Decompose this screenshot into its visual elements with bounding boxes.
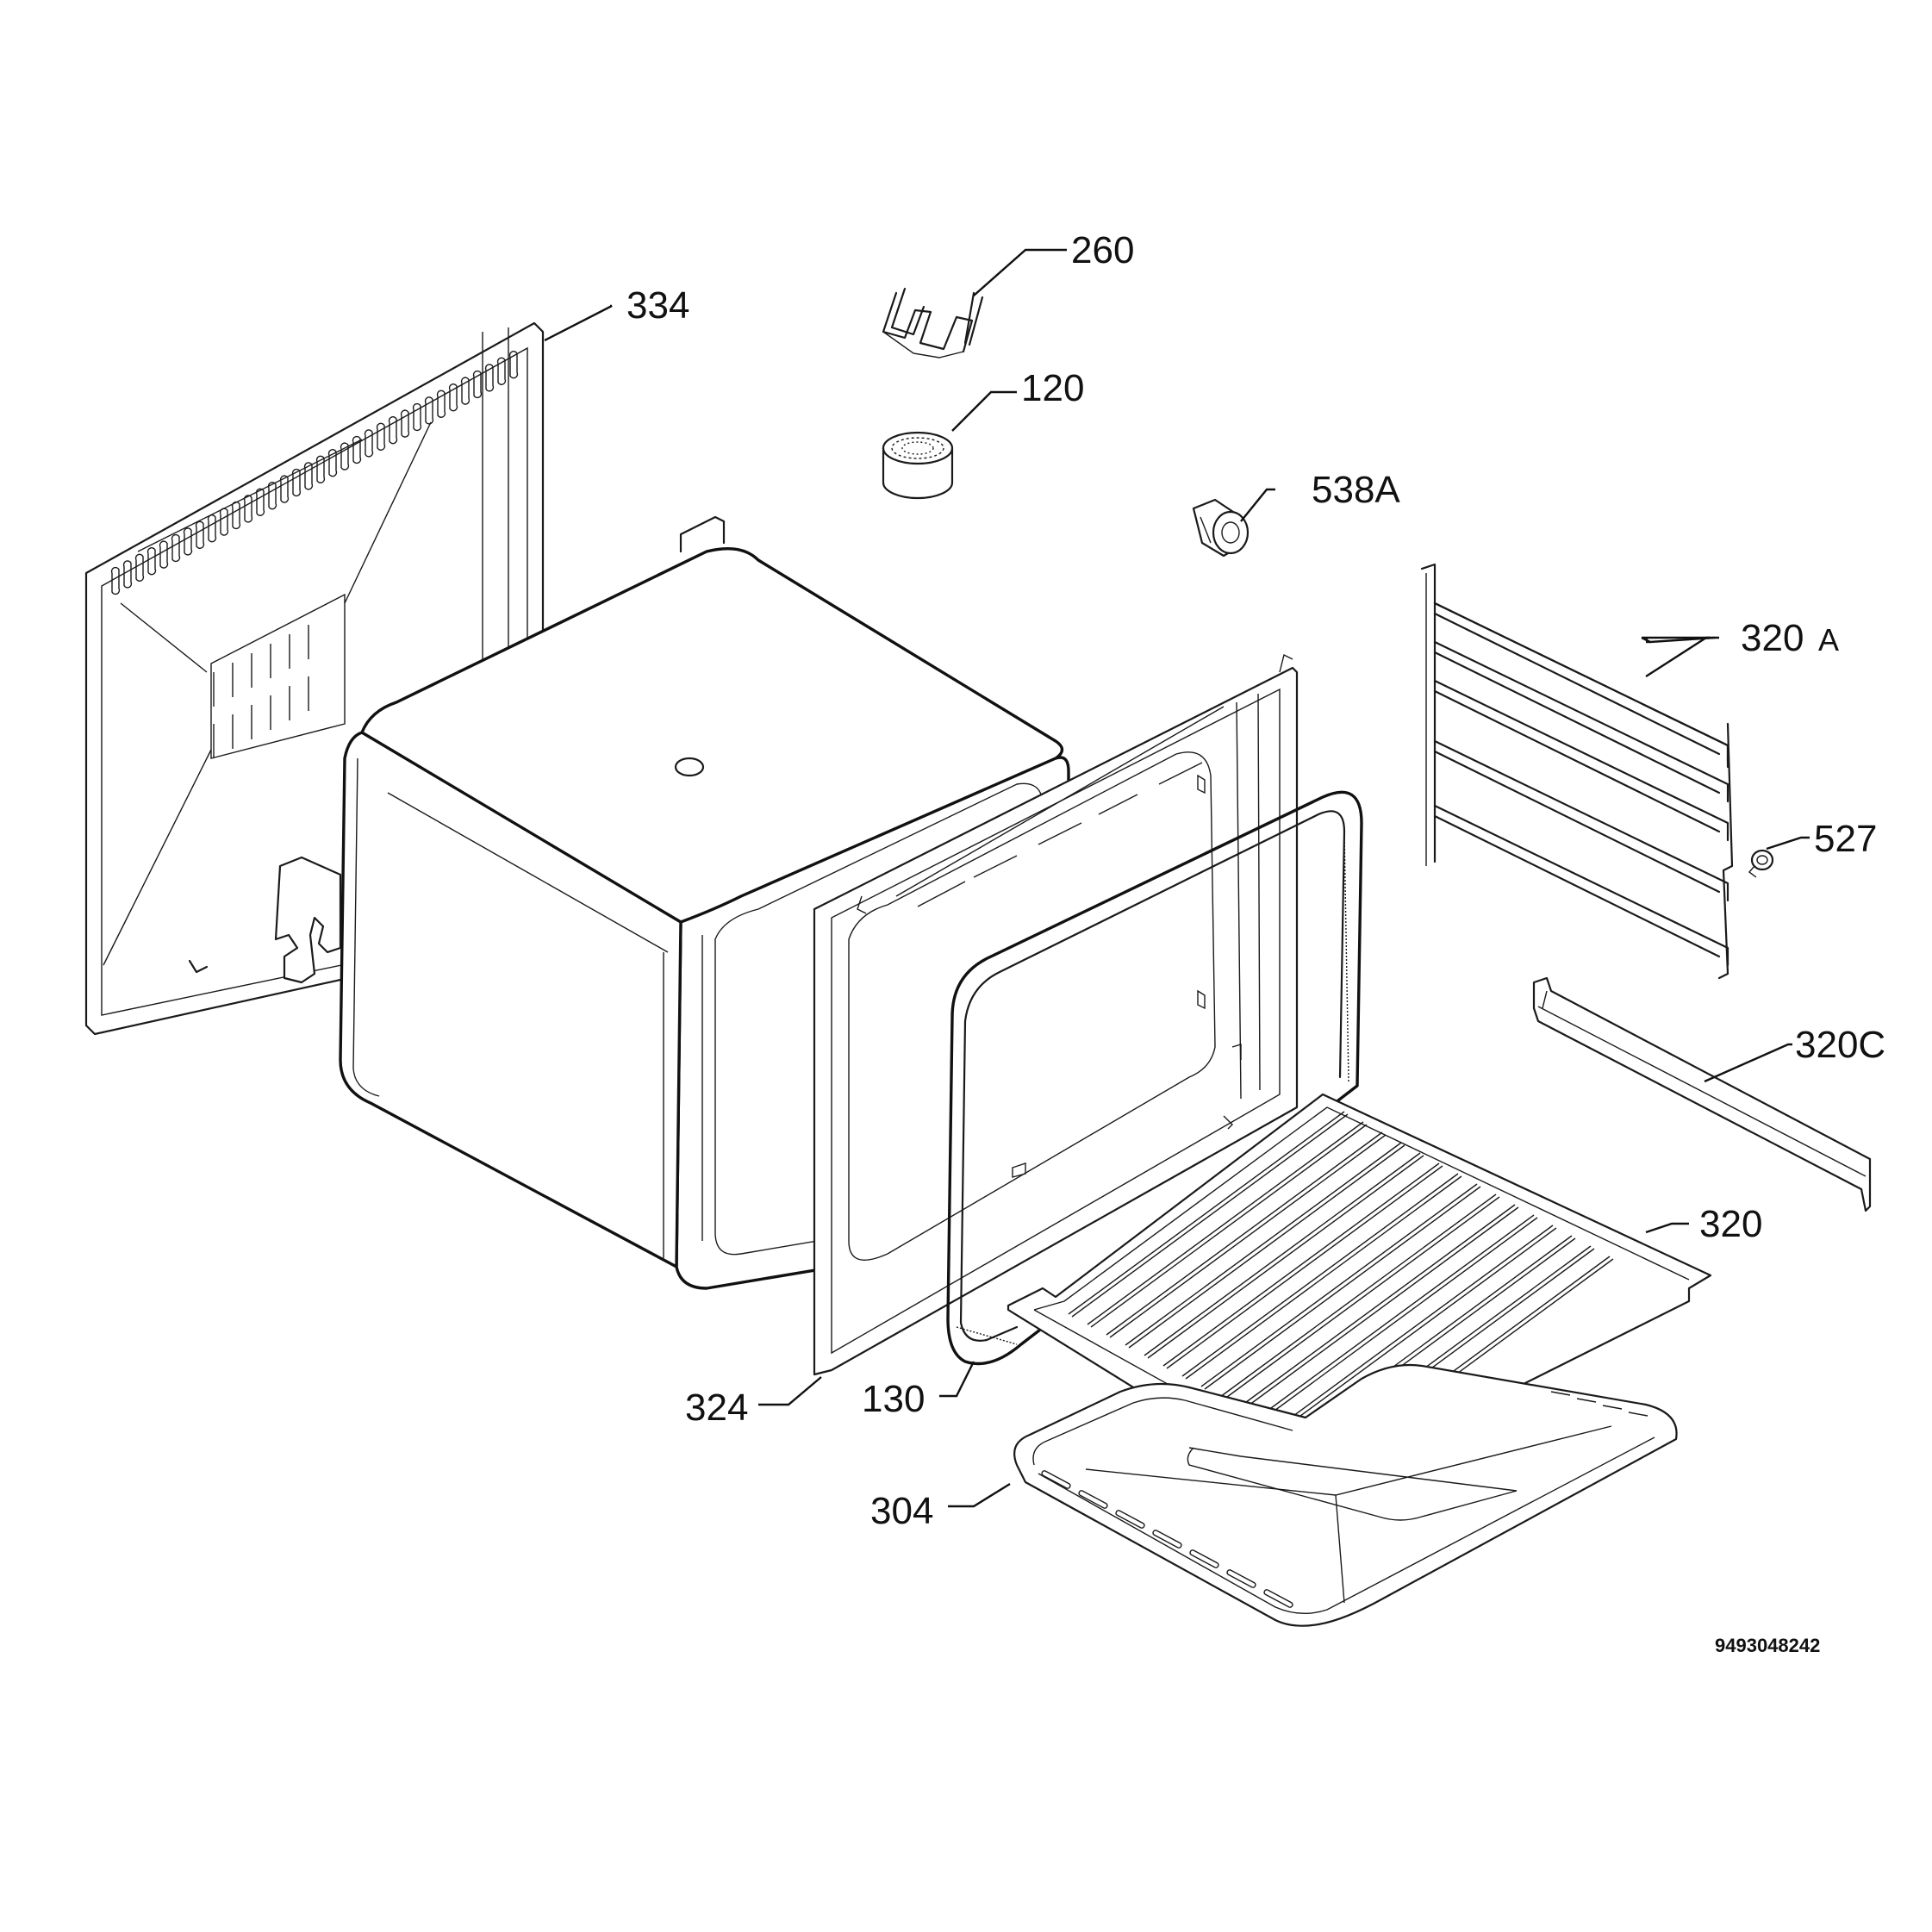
leader-lines <box>544 248 1810 1508</box>
label-304: 304 <box>870 1490 933 1532</box>
baking-tray-304 <box>1013 1363 1678 1627</box>
label-260: 260 <box>1071 229 1134 271</box>
spring-clip-260 <box>882 287 984 358</box>
drawing-code: 9493048242 <box>1715 1635 1820 1656</box>
label-320a-number: 320 <box>1741 617 1804 659</box>
label-334: 334 <box>626 284 689 327</box>
label-324: 324 <box>685 1387 748 1429</box>
screw-527 <box>1748 849 1774 878</box>
side-runner-320a <box>1420 563 1734 980</box>
front-frame-324 <box>813 653 1299 1376</box>
label-320: 320 <box>1699 1203 1762 1245</box>
filter-120 <box>882 431 954 500</box>
label-527: 527 <box>1814 818 1877 860</box>
label-320a-suffix: A <box>1818 622 1839 658</box>
leader-320a <box>1645 636 1719 678</box>
label-130: 130 <box>862 1378 925 1420</box>
label-320c: 320C <box>1795 1024 1885 1066</box>
rail-320c <box>1532 976 1872 1212</box>
label-538a: 538A <box>1312 469 1400 511</box>
label-120: 120 <box>1021 367 1084 409</box>
lamp-holder-538a <box>1192 498 1250 558</box>
door-seal-130 <box>946 790 1363 1366</box>
